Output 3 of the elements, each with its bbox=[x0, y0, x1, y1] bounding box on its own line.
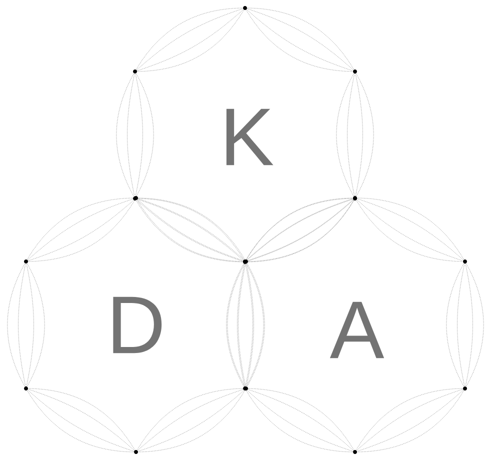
letter: D bbox=[113, 296, 162, 354]
letter: K bbox=[226, 108, 274, 166]
letter: A bbox=[330, 302, 384, 358]
